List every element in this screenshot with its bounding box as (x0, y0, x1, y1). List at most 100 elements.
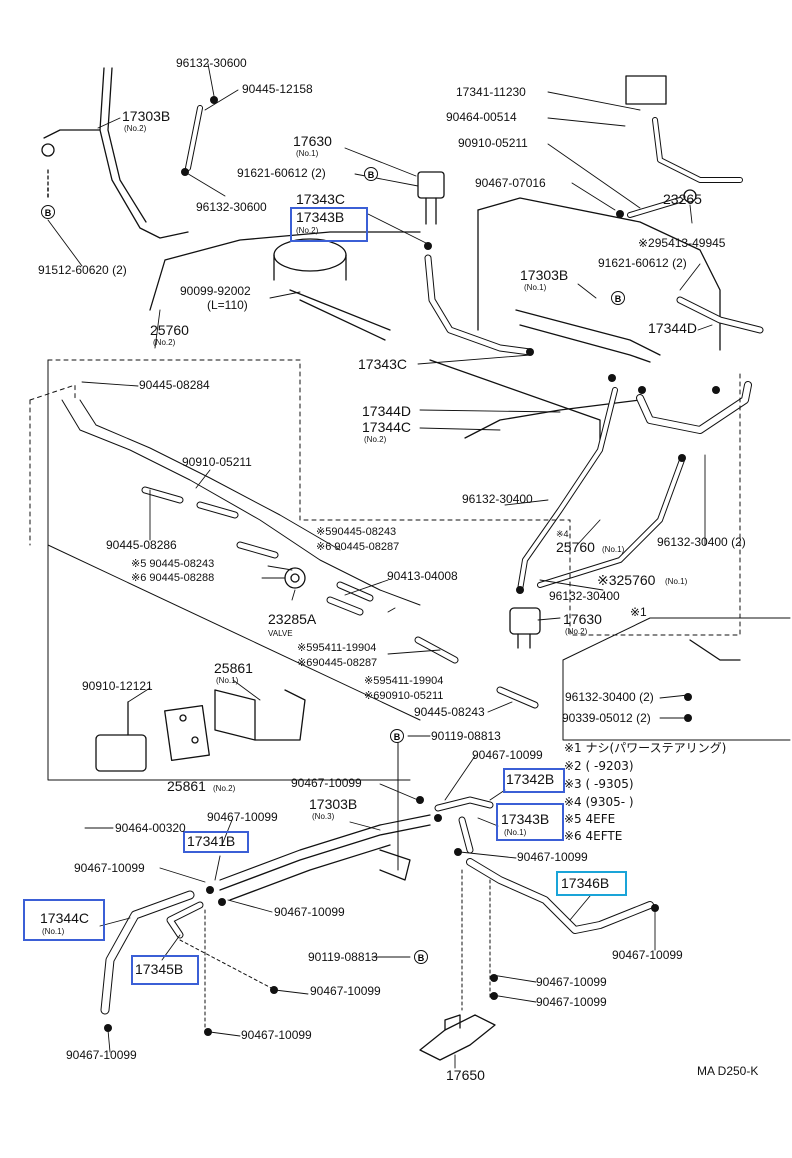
part-label: 96132-30600 (176, 56, 247, 70)
part-label: 90467-10099 (517, 850, 588, 864)
part-label: 90464-00514 (446, 110, 517, 124)
part-label: 17650 (446, 1067, 485, 1083)
callout-b-icon: B (364, 167, 378, 181)
footnote: ※6 4EFTE (564, 829, 623, 843)
part-label: 96132-30400 (2) (565, 690, 654, 704)
part-label: 23285A (268, 611, 317, 627)
part-sublabel: (No.1) (296, 149, 319, 158)
part-label: 90339-05012 (2) (562, 711, 651, 725)
part-label: ※6 90445-08287 (316, 541, 400, 553)
part-label: 17344D (362, 403, 412, 419)
part-label: 17343C (358, 356, 408, 372)
part-sublabel: (No.1) (602, 545, 625, 554)
part-label: 17346B (561, 875, 610, 891)
part-sublabel: (No.2) (153, 338, 176, 347)
part-label: 90119-08813 (308, 950, 378, 964)
part-label: 90467-10099 (274, 905, 345, 919)
part-label: 90467-10099 (74, 861, 145, 875)
part-label: 25861 (214, 660, 253, 676)
part-label: ※590445-08243 (316, 526, 397, 538)
part-sublabel: (No.1) (665, 577, 688, 586)
part-label: 25861 (167, 778, 206, 794)
footnote: ※4 (9305- ) (564, 795, 634, 809)
part-label: 90445-08243 (414, 705, 485, 719)
footnote: ※2 ( -9203) (564, 759, 634, 773)
part-label: 17343B (296, 209, 345, 225)
part-label: 25760 (150, 322, 189, 338)
highlight-box-17344C-no1 (23, 899, 105, 941)
part-label: 96132-30400 (2) (657, 535, 746, 549)
part-label: 17303B (309, 796, 358, 812)
part-sublabel: (No.2) (565, 627, 588, 636)
part-label: ※6 90445-08288 (131, 572, 215, 584)
part-label: 17344D (648, 320, 698, 336)
bracket-left (43, 129, 101, 139)
part-label: 90910-05211 (182, 455, 252, 469)
highlight-box-17342B (503, 768, 565, 793)
part-sublabel: ※4 (556, 529, 569, 539)
part-label: 90467-10099 (241, 1028, 312, 1042)
part-label: ※690910-05211 (364, 690, 444, 702)
part-label: 17344C (40, 910, 90, 926)
part-label: 90467-10099 (536, 995, 607, 1009)
part-label: 90467-10099 (66, 1048, 137, 1062)
part-label: ※1 (630, 605, 647, 619)
part-label: 90445-12158 (242, 82, 313, 96)
footnote: ※5 4EFE (564, 812, 616, 826)
part-sublabel: (No.1) (504, 828, 527, 837)
part-label: 17341-11230 (456, 85, 526, 99)
part-label: 91621-60612 (2) (598, 256, 687, 270)
part-label: 91621-60612 (2) (237, 166, 326, 180)
part-sublabel: (No.1) (524, 283, 547, 292)
callout-b-icon: B (611, 291, 625, 305)
part-label: 90467-10099 (291, 776, 362, 790)
part-label: 90099-92002 (180, 284, 251, 298)
part-sublabel: (No.2) (364, 435, 387, 444)
part-label: 17342B (506, 771, 555, 787)
part-label: 90413-04008 (387, 569, 458, 583)
footnote: ※3 ( -9305) (564, 777, 634, 791)
part-sublabel: (No.2) (213, 784, 236, 793)
part-label: 91512-60620 (2) (38, 263, 127, 277)
highlight-box-17346B (556, 871, 627, 896)
callout-b-icon: B (41, 205, 55, 219)
part-label: 17303B (520, 267, 569, 283)
part-sublabel: (No.2) (124, 124, 147, 133)
part-label: 96132-30400 (549, 589, 620, 603)
callout-b-icon: B (390, 729, 404, 743)
part-label: 90464-00320 (115, 821, 186, 835)
pipe-17303B-no2 (99, 67, 189, 239)
highlight-box-17341B (183, 831, 249, 853)
part-label: ※5 90445-08243 (131, 558, 215, 570)
part-sublabel: VALVE (268, 629, 293, 638)
part-label: 17345B (135, 961, 184, 977)
part-label: 17344C (362, 419, 412, 435)
part-sublabel: (No.2) (296, 226, 319, 235)
callout-b-icon: B (414, 950, 428, 964)
part-label: 90467-10099 (310, 984, 381, 998)
part-label: 90445-08284 (139, 378, 210, 392)
part-label: ※690445-08287 (297, 657, 378, 669)
part-label: 17343C (296, 191, 346, 207)
part-label: 90445-08286 (106, 538, 177, 552)
part-label: 96132-30400 (462, 492, 533, 506)
highlight-box-17345B (131, 955, 199, 985)
part-label: 17341B (187, 833, 236, 849)
diagram-code: MA D250-K (697, 1064, 759, 1078)
part-label: 96132-30600 (196, 200, 267, 214)
part-label: 17303B (122, 108, 171, 124)
part-sublabel: (No.3) (312, 812, 335, 821)
highlight-box-17343B-no1 (496, 803, 564, 841)
part-label: 90467-07016 (475, 176, 546, 190)
part-label: ※295413-49945 (638, 236, 726, 250)
part-label: (L=110) (207, 298, 248, 312)
part-label: 90910-12121 (82, 679, 153, 693)
part-label: 90467-10099 (207, 810, 278, 824)
part-label: 90467-10099 (536, 975, 607, 989)
part-label: ※595411-19904 (297, 642, 377, 654)
part-label: 17343B (501, 811, 550, 827)
part-label: 17630 (563, 611, 602, 627)
part-label: 23265 (663, 191, 702, 207)
